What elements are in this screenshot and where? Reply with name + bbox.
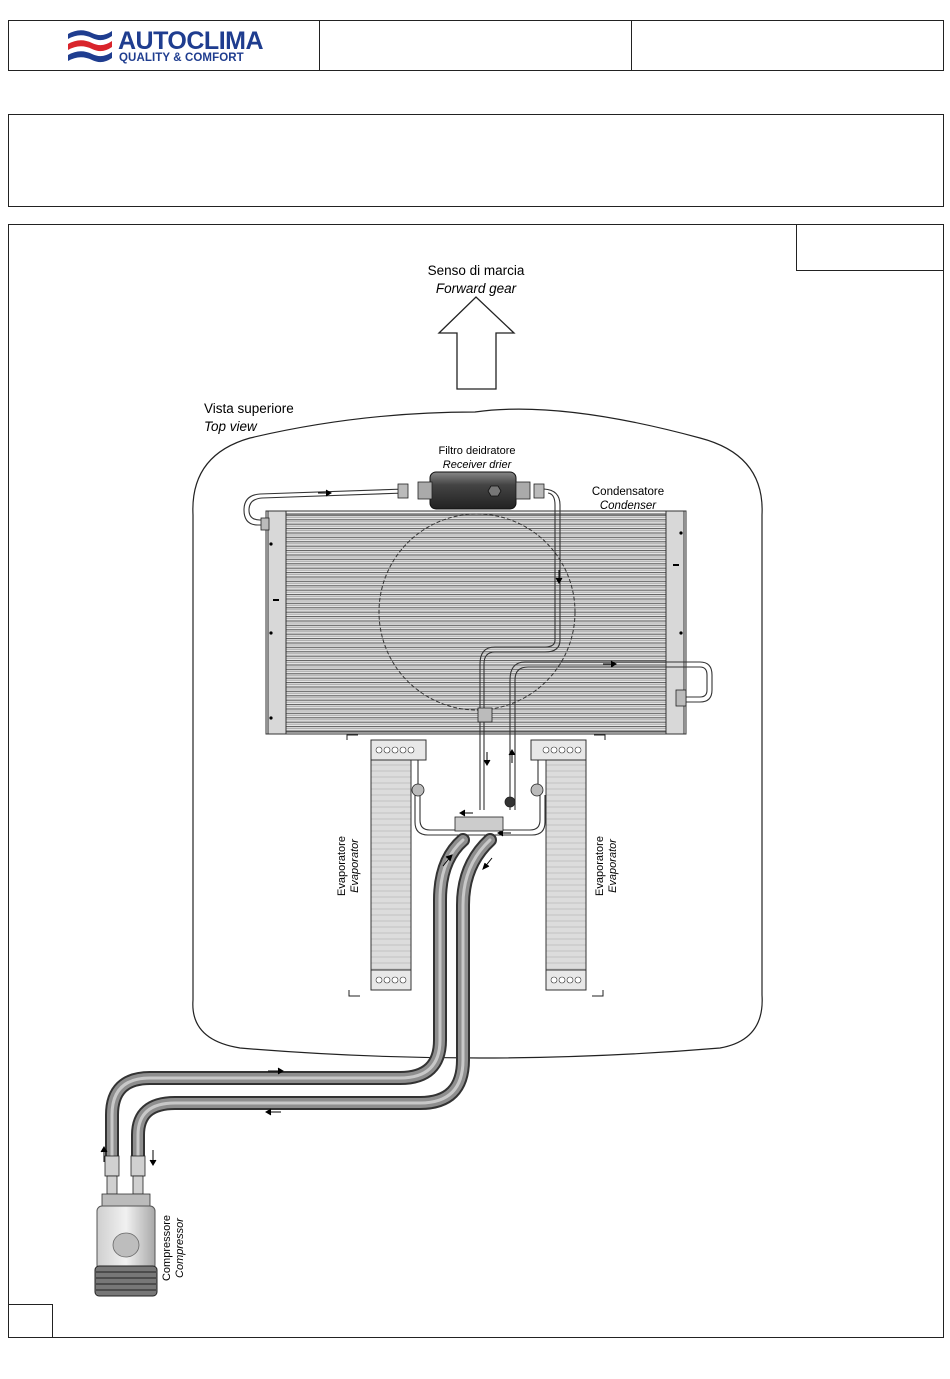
receiver-drier-label-en: Receiver drier xyxy=(443,459,513,471)
receiver-drier-label-it: Filtro deidratore xyxy=(438,445,515,457)
compressor-label-it: Compressore xyxy=(161,1215,173,1281)
evaporator-right-label-en: Evaporator xyxy=(607,838,619,893)
condenser xyxy=(266,511,686,734)
evaporator-right-label-it: Evaporatore xyxy=(594,836,606,896)
forward-arrow-icon xyxy=(439,297,514,389)
direction-label-en: Forward gear xyxy=(436,281,517,296)
direction-label-it: Senso di marcia xyxy=(428,263,525,278)
view-label-en: Top view xyxy=(204,419,258,434)
evaporator-left-label-en: Evaporator xyxy=(349,838,361,893)
compressor xyxy=(95,1194,157,1296)
condenser-label-en: Condenser xyxy=(600,500,657,512)
evaporator-left-label-it: Evaporatore xyxy=(336,836,348,896)
compressor-hoses xyxy=(112,840,490,1160)
view-label-it: Vista superiore xyxy=(204,401,294,416)
receiver-drier xyxy=(418,472,530,509)
compressor-label-en: Compressor xyxy=(174,1217,186,1278)
condenser-label-it: Condensatore xyxy=(592,486,664,498)
hose-fittings xyxy=(105,1156,145,1194)
